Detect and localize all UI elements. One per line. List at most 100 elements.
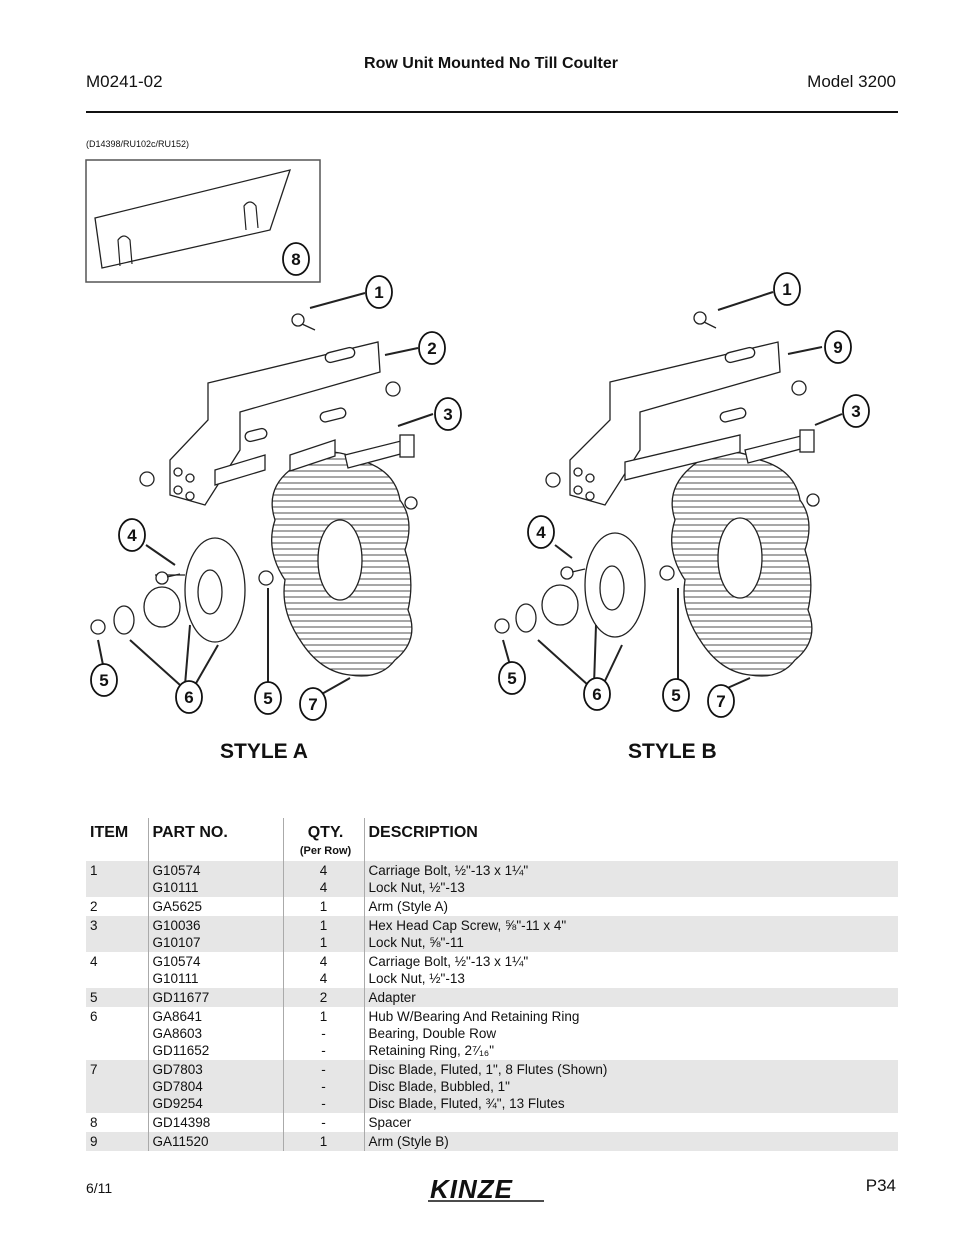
header-item: ITEM: [90, 824, 129, 841]
cell-qty-line: -: [321, 1115, 326, 1130]
cell-description: Carriage Bolt, ½"-13 x 1¼" Lock Nut, ½"-1…: [363, 952, 898, 988]
callout-5-a-left: 5: [90, 663, 118, 697]
svg-text:7: 7: [308, 695, 317, 714]
cell-description: Hex Head Cap Screw, ⅝"-11 x 4"Lock Nut, …: [363, 916, 898, 952]
svg-text:1: 1: [374, 283, 383, 302]
cell-item-line: 7: [90, 1062, 98, 1077]
callout-4-b: 4: [527, 515, 555, 549]
cell-qty-line: 2: [319, 990, 328, 1005]
cell-description-line: Bearing, Double Row: [368, 1026, 497, 1041]
style-b-assembly: [494, 291, 843, 691]
callout-1-a: 1: [365, 275, 393, 309]
cell-qty: 1: [282, 1132, 364, 1151]
cell-item: 1: [86, 861, 148, 897]
cell-item-line: 8: [90, 1115, 98, 1130]
cell-item: 2: [86, 897, 148, 916]
footer-date: 6/11: [86, 1180, 113, 1196]
cell-item-line: 6: [90, 1009, 98, 1024]
cell-description-line: Carriage Bolt, ½"-13 x 1¼": [368, 954, 529, 969]
cell-description: Disc Blade, Fluted, 1", 8 Flutes (Shown)…: [363, 1060, 898, 1113]
cell-part-no-line: GD9254: [152, 1096, 203, 1111]
cell-item: 9: [86, 1132, 148, 1151]
callout-5-a-right: 5: [254, 681, 282, 715]
cell-description-line: Disc Blade, Fluted, 1", 8 Flutes (Shown): [368, 1062, 608, 1077]
cell-part-no-line: GA8641: [152, 1009, 203, 1024]
cell-qty: 2: [282, 988, 364, 1007]
cell-description-line: Lock Nut, ½"-13: [368, 971, 465, 986]
table-header-row: ITEM PART NO. QTY.(Per Row) DESCRIPTION: [86, 818, 898, 861]
svg-text:5: 5: [99, 671, 108, 690]
cell-item-line: 9: [90, 1134, 98, 1149]
svg-text:KINZE: KINZE: [430, 1174, 513, 1204]
cell-item-line: 1: [90, 863, 98, 878]
cell-part-no-line: GD14398: [152, 1115, 211, 1130]
cell-description-line: Retaining Ring, 2⁷⁄₁₆": [368, 1043, 495, 1058]
cell-item: 6: [86, 1007, 148, 1060]
callout-1-b: 1: [773, 272, 801, 306]
callout-9: 9: [824, 330, 852, 364]
callout-2: 2: [418, 331, 446, 365]
page-title: Row Unit Mounted No Till Coulter: [364, 55, 618, 72]
cell-item-line: 5: [90, 990, 98, 1005]
cell-description: Carriage Bolt, ½"-13 x 1¼"Lock Nut, ½"-1…: [363, 861, 898, 897]
cell-description-line: Adapter: [368, 990, 416, 1005]
cell-part-no: GD14398: [147, 1113, 283, 1132]
parts-table: ITEM PART NO. QTY.(Per Row) DESCRIPTION …: [86, 818, 898, 1151]
style-b-label: STYLE B: [628, 740, 717, 763]
cell-qty: 1--: [282, 1007, 364, 1060]
cell-part-no-line: G10574: [152, 954, 201, 969]
cell-qty-line: 4: [319, 863, 328, 878]
cell-description-line: Hub W/Bearing And Retaining Ring: [368, 1009, 580, 1024]
callout-3-a: 3: [434, 397, 462, 431]
cell-item: 8: [86, 1113, 148, 1132]
cell-qty-line: 1: [319, 935, 328, 950]
cell-part-no: GA5625: [147, 897, 283, 916]
cell-qty-line: 4: [319, 954, 328, 969]
exploded-parts-diagram: 8 1 2 3 4 5 6 5 7 1 9 3 4 5 6 5 7: [85, 159, 870, 721]
cell-part-no-line: GD11652: [152, 1043, 210, 1058]
header-qty-sub: (Per Row): [299, 845, 352, 857]
callout-5-b-right: 5: [662, 678, 690, 712]
cell-qty: 1: [282, 897, 364, 916]
cell-qty-line: -: [321, 1079, 326, 1094]
cell-part-no-line: G10107: [152, 935, 201, 950]
svg-text:5: 5: [507, 669, 516, 688]
kinze-logo: KINZE: [428, 1174, 544, 1204]
header-part-no: PART NO.: [147, 818, 283, 861]
cell-item: 7: [86, 1060, 148, 1113]
cell-part-no-line: GD7803: [152, 1062, 203, 1077]
svg-text:7: 7: [716, 692, 725, 711]
svg-text:6: 6: [592, 685, 601, 704]
svg-text:6: 6: [184, 688, 193, 707]
cell-item-line: 2: [90, 899, 98, 914]
cell-description-line: Spacer: [368, 1115, 412, 1130]
callout-8: 8: [282, 242, 310, 276]
header-description: DESCRIPTION: [363, 818, 898, 861]
cell-part-no-line: GA8603: [152, 1026, 203, 1041]
cell-description: Adapter: [363, 988, 898, 1007]
cell-qty-line: -: [321, 1096, 326, 1111]
model-label: Model 3200: [807, 72, 896, 91]
cell-qty-line: 1: [319, 1009, 328, 1024]
cell-item-line: 4: [90, 954, 98, 969]
cell-qty-line: -: [321, 1026, 326, 1041]
callout-6-a: 6: [175, 680, 203, 714]
cell-description-line: Lock Nut, ⅝"-11: [368, 935, 464, 950]
svg-text:3: 3: [851, 402, 860, 421]
callout-5-b-left: 5: [498, 661, 526, 695]
cell-part-no-line: G10574: [152, 863, 201, 878]
document-id: M0241-02: [86, 72, 163, 91]
